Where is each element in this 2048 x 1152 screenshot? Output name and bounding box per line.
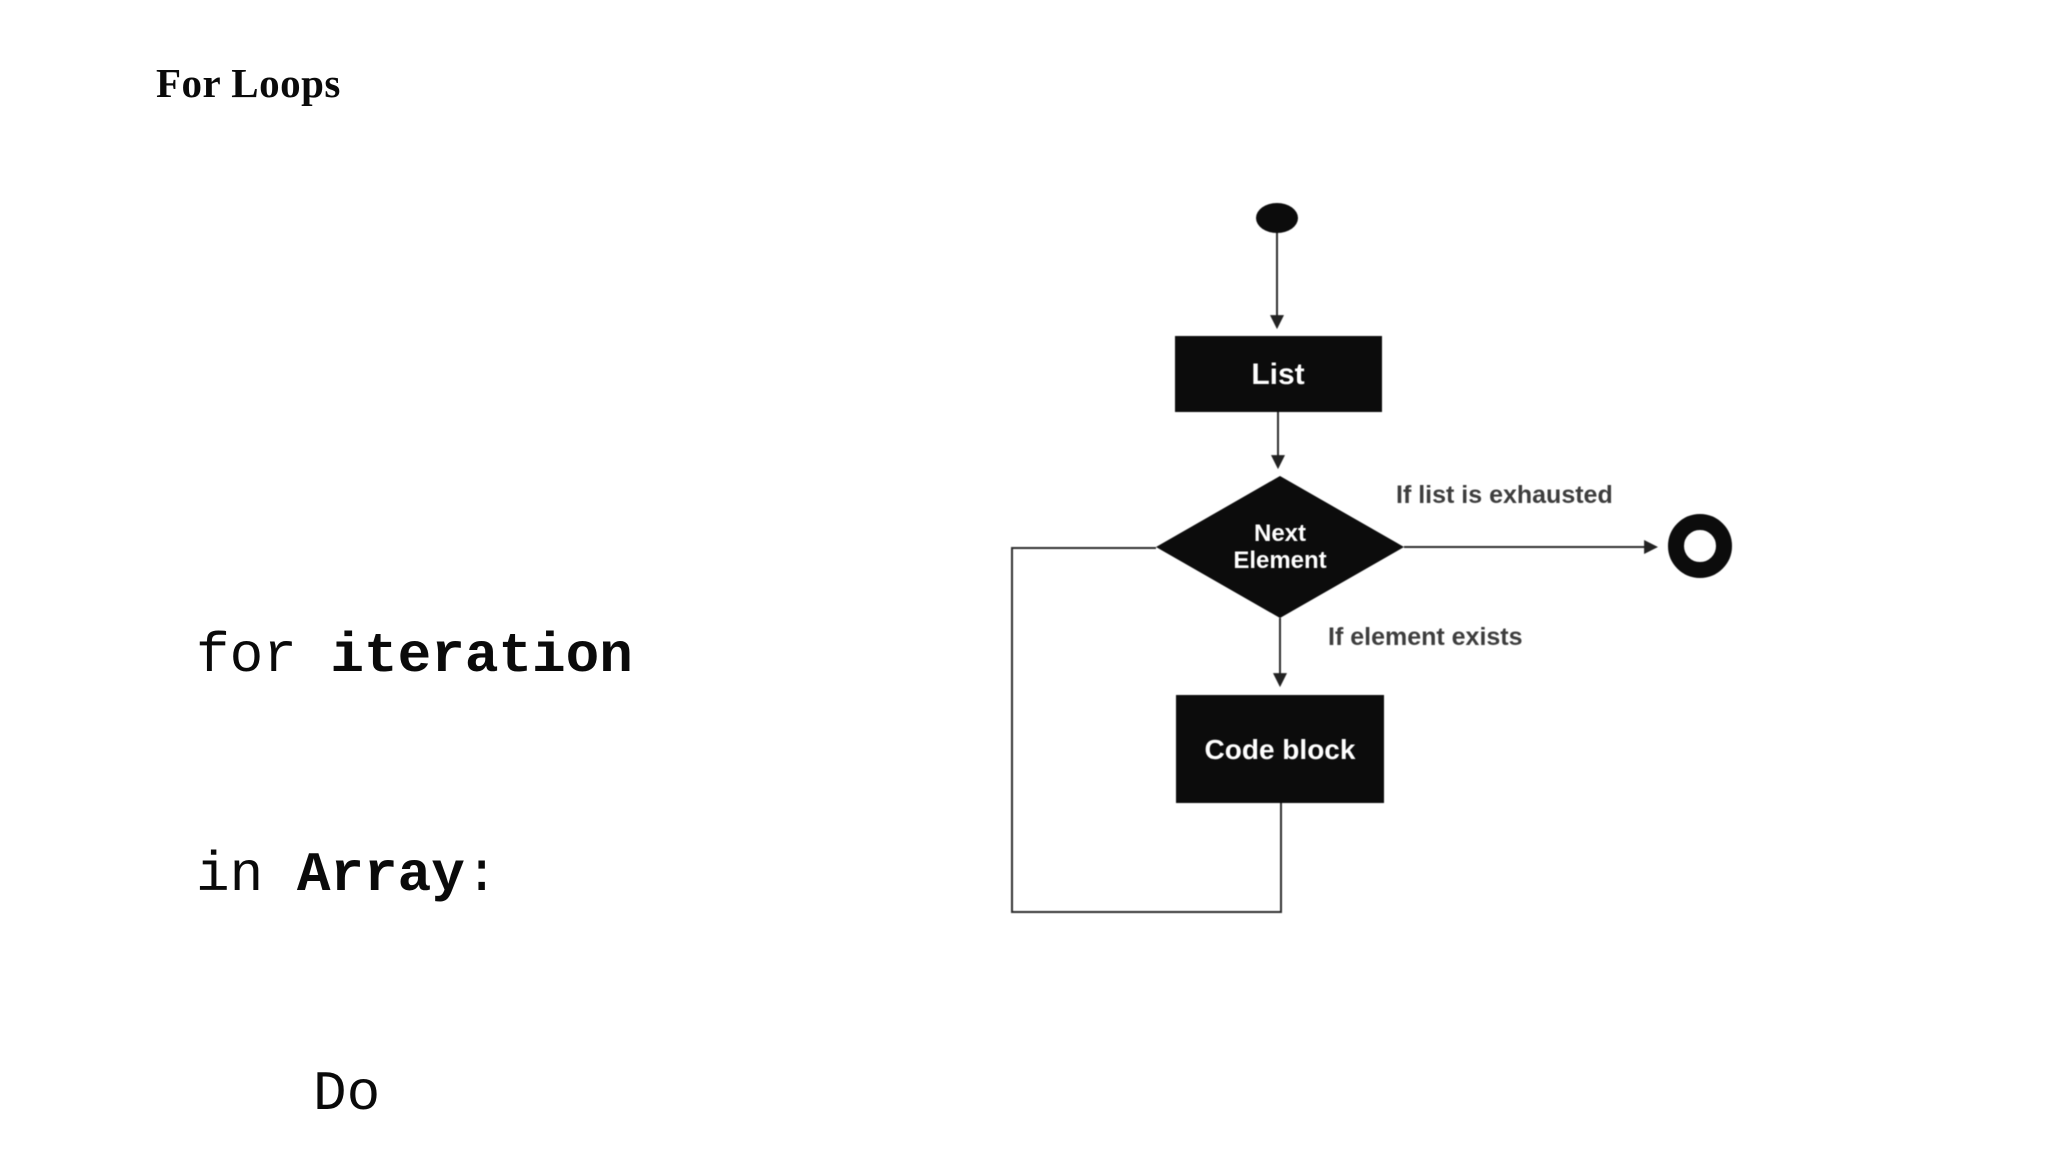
branch-right-label: If list is exhausted — [1396, 481, 1613, 509]
loop-back-line — [1011, 547, 1282, 913]
code-block-node-label: Code block — [1205, 734, 1356, 765]
end-node-ring — [1668, 514, 1732, 578]
decision-node-label-line1: Next — [1254, 520, 1306, 547]
list-node — [1175, 336, 1382, 412]
code-var-array: Array — [296, 843, 465, 907]
decision-node-label-line2: Element — [1233, 547, 1326, 574]
list-node-label: List — [1251, 358, 1304, 391]
code-keyword-for: for — [196, 624, 331, 688]
code-colon: : — [464, 843, 499, 907]
code-var-iteration: iteration — [330, 624, 633, 688]
code-snippet: for iteration in Array: Do something — [196, 474, 633, 1152]
code-block-node — [1176, 695, 1384, 803]
decision-node-diamond — [1156, 476, 1404, 618]
start-node-ellipse — [1256, 203, 1298, 233]
code-keyword-in: in — [196, 843, 297, 907]
code-line-1: for iteration — [196, 620, 633, 693]
branch-down-label: If element exists — [1328, 623, 1523, 651]
page-title: For Loops — [156, 60, 341, 106]
code-line-2: in Array: — [196, 839, 633, 912]
for-loop-flowchart: List Next Element If list is exhausted I… — [1011, 203, 1732, 913]
code-line-3: Do — [313, 1062, 381, 1126]
